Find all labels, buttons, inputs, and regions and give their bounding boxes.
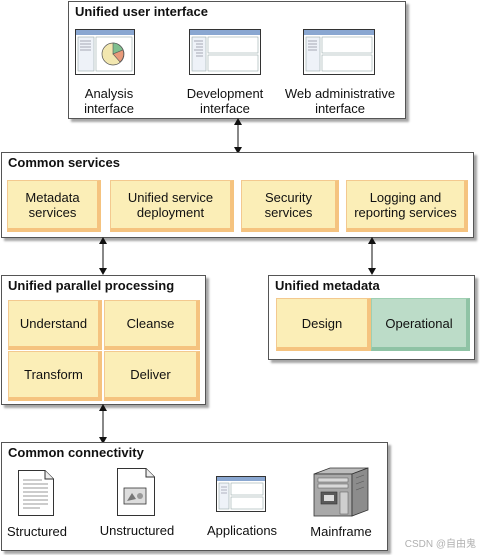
security-services-box: Security services <box>241 180 339 232</box>
unified-service-deployment-box: Unified service deployment <box>110 180 234 232</box>
operational-box: Operational <box>371 298 470 351</box>
understand-label: Understand <box>19 316 88 331</box>
deliver-label: Deliver <box>130 367 171 382</box>
logging-reporting-services-box: Logging and reporting services <box>346 180 468 232</box>
watermark: CSDN @自由鬼 <box>404 539 476 550</box>
web-admin-interface-caption: Web administrative interface <box>284 86 396 116</box>
parallel-processing-title: Unified parallel processing <box>8 278 175 293</box>
arrow-services-processing <box>99 237 107 275</box>
analysis-interface-caption: Analysis interface <box>84 86 134 116</box>
common-services-title: Common services <box>8 155 120 170</box>
deliver-box: Deliver <box>104 351 200 401</box>
security-services-label: Security services <box>264 189 313 220</box>
mainframe-caption: Mainframe <box>310 524 372 539</box>
mainframe-icon <box>312 466 372 523</box>
development-interface-caption: Development interface <box>186 86 264 116</box>
design-label: Design <box>301 315 343 331</box>
metadata-services-box: Metadata services <box>7 180 101 232</box>
cleanse-label: Cleanse <box>126 316 175 331</box>
document-icon <box>18 470 54 521</box>
applications-caption: Applications <box>206 523 278 538</box>
unified-metadata-title: Unified metadata <box>275 278 380 293</box>
unified-service-deployment-label: Unified service deployment <box>127 189 214 220</box>
cleanse-box: Cleanse <box>104 300 200 350</box>
arrow-ui-services <box>234 118 242 154</box>
operational-label: Operational <box>385 315 453 331</box>
arrow-services-metadata <box>368 237 376 275</box>
application-window-icon <box>216 476 266 517</box>
understand-box: Understand <box>8 300 102 350</box>
metadata-services-label: Metadata services <box>25 189 80 220</box>
common-connectivity-title: Common connectivity <box>8 445 144 460</box>
unified-ui-title: Unified user interface <box>75 4 208 19</box>
structured-caption: Structured <box>7 524 67 539</box>
arrow-processing-connectivity <box>99 404 107 444</box>
unstructured-document-icon <box>117 468 155 521</box>
window-chart-icon <box>75 29 135 80</box>
design-box: Design <box>276 298 371 351</box>
transform-box: Transform <box>8 351 102 401</box>
transform-label: Transform <box>24 367 83 382</box>
unstructured-caption: Unstructured <box>99 523 175 538</box>
logging-reporting-services-label: Logging and reporting services <box>354 189 457 220</box>
window-admin-icon <box>303 29 375 80</box>
window-tree-icon <box>189 29 261 80</box>
